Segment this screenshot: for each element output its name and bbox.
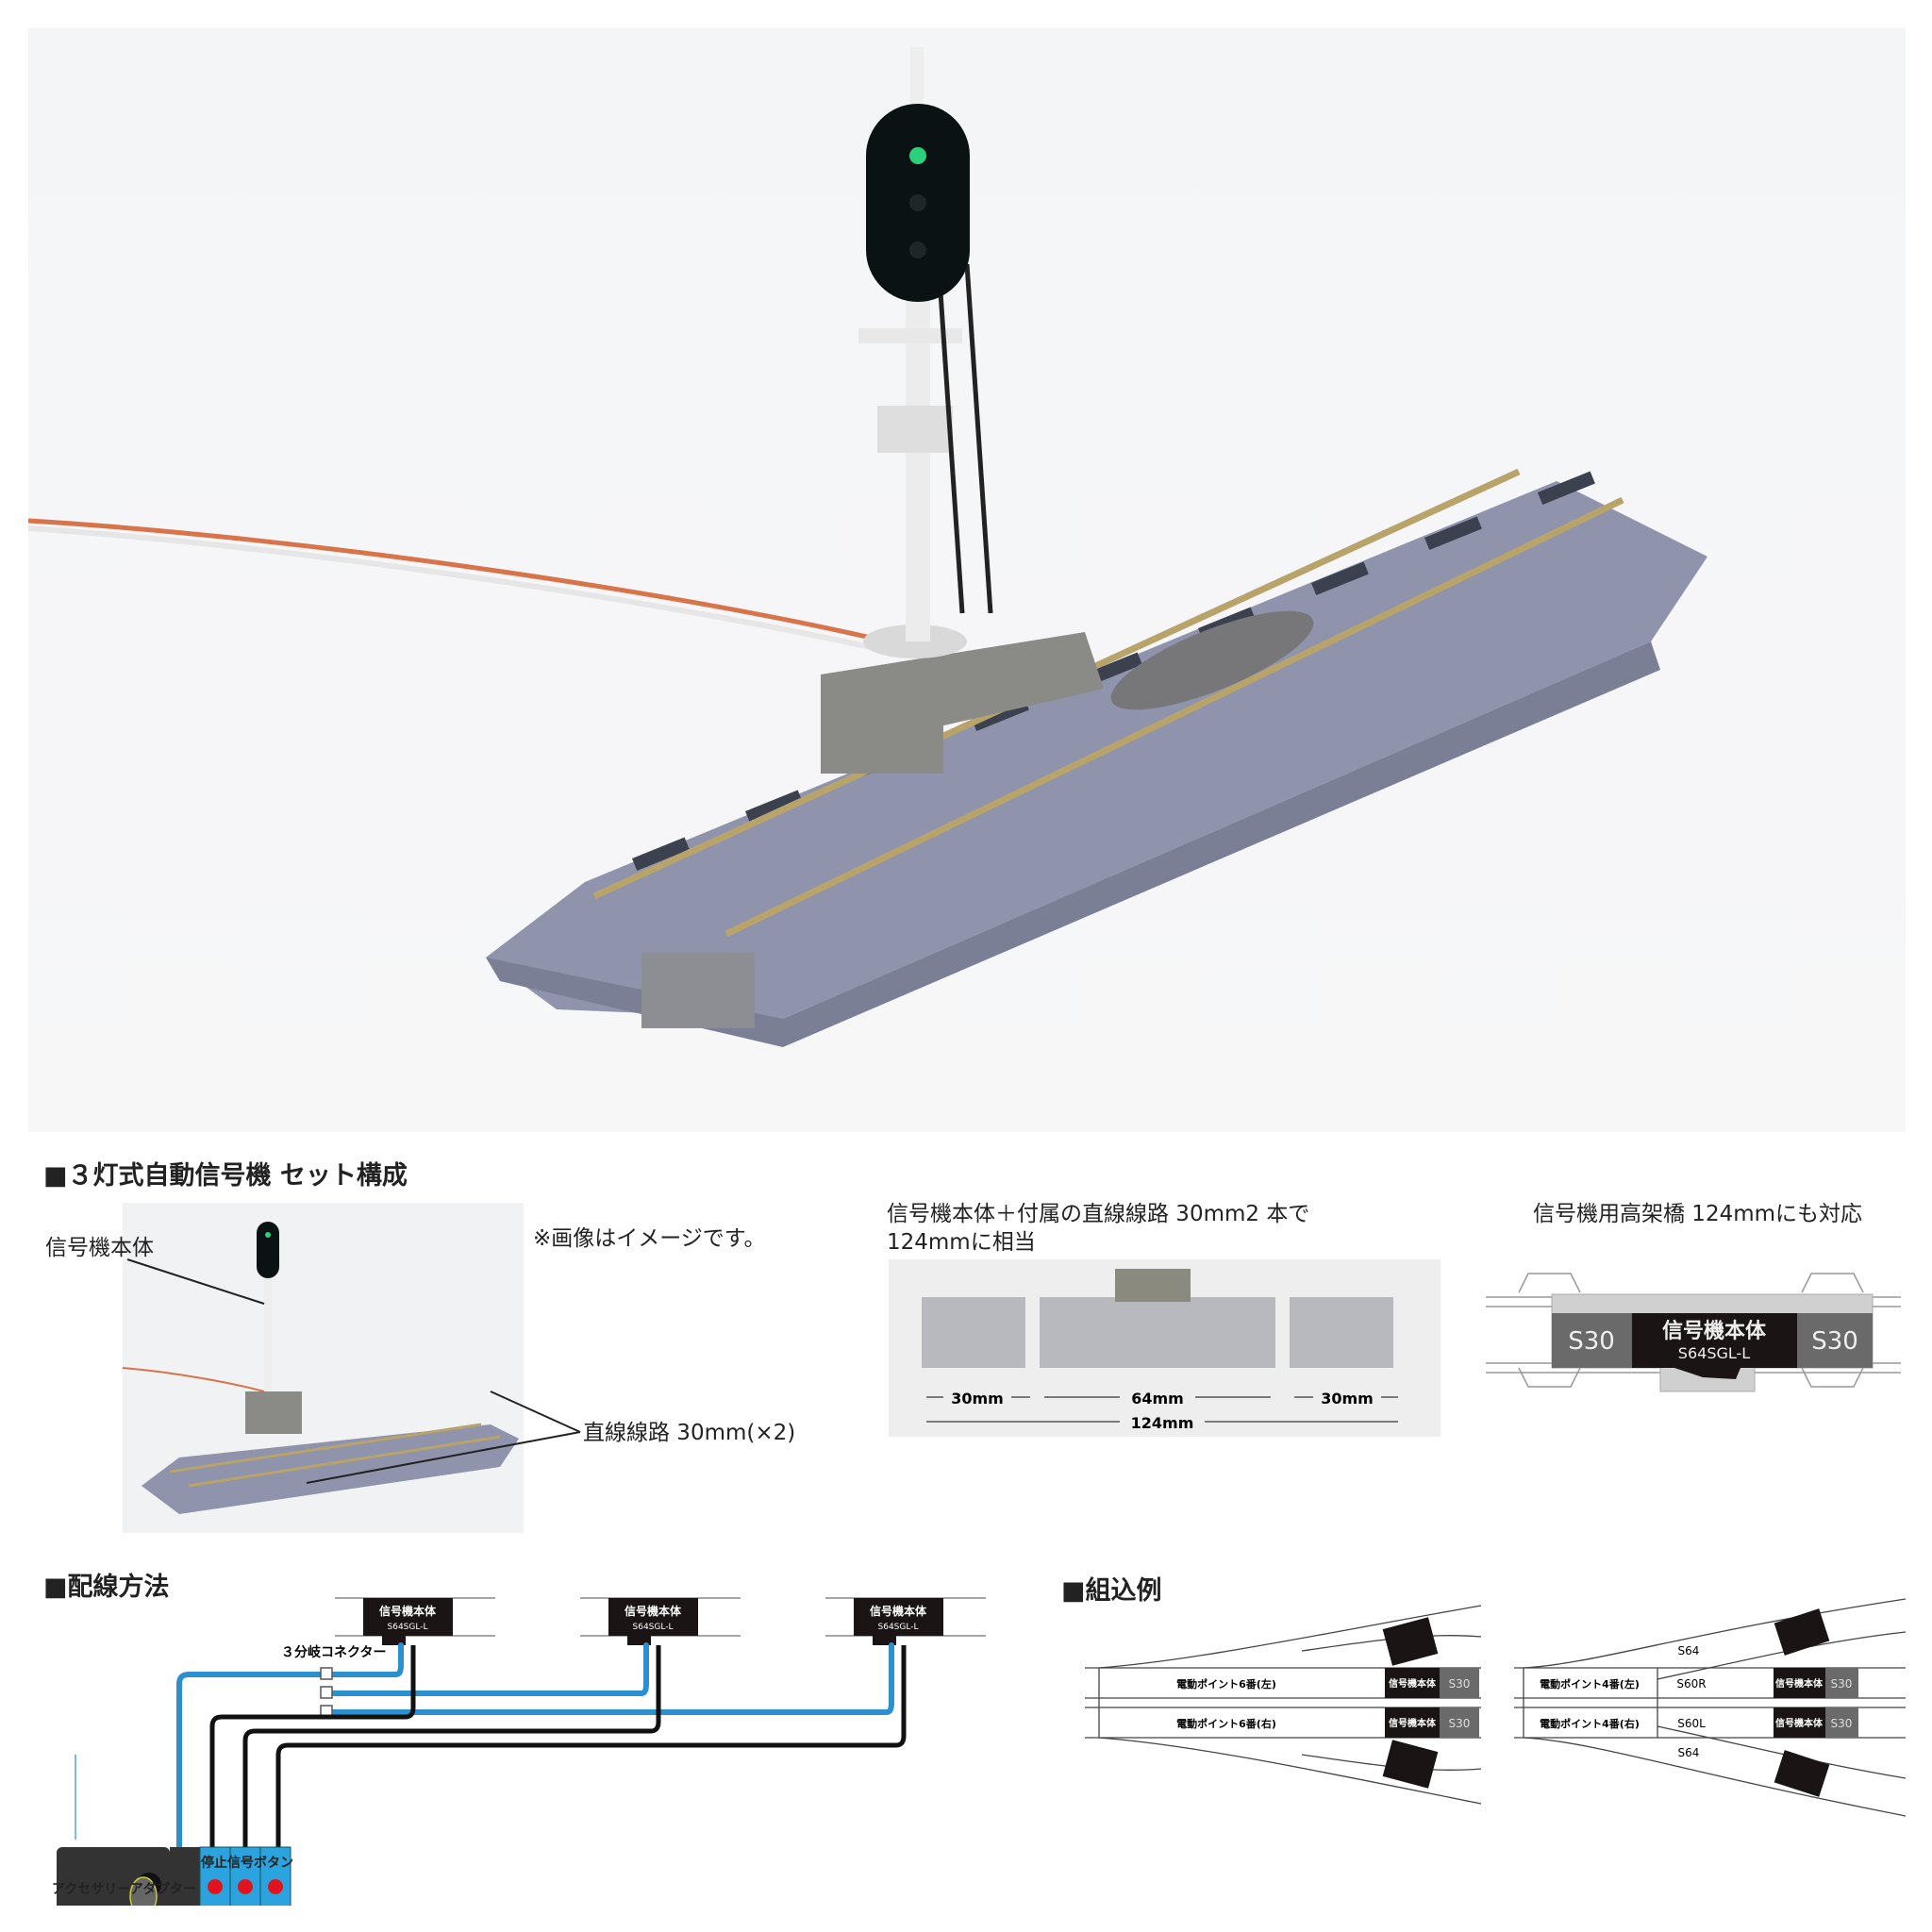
sensor-plate bbox=[1110, 610, 1314, 710]
s64-label-top: S64 bbox=[1678, 1644, 1700, 1657]
track-ballast bbox=[486, 481, 1707, 1019]
product-photo bbox=[28, 28, 1906, 1132]
layout-heading: ■組込例 bbox=[1061, 1576, 1162, 1606]
label-track: 直線線路 30mm(×2) bbox=[583, 1421, 796, 1445]
bridge-caption: 信号機用高架橋 124mmにも対応 bbox=[1533, 1202, 1863, 1226]
s30-label: S30 bbox=[1831, 1717, 1853, 1730]
svg-text:信号機本体: 信号機本体 bbox=[870, 1604, 927, 1618]
bridge-s30-left: S30 bbox=[1568, 1327, 1615, 1356]
adapter-label: アクセサリーアダプター bbox=[52, 1882, 196, 1897]
signal-label: 信号機本体 bbox=[1389, 1677, 1437, 1690]
point-4-left: 電動ポイント4番(左) bbox=[1540, 1677, 1640, 1690]
svg-text:信号機本体: 信号機本体 bbox=[379, 1604, 437, 1618]
combo-diagram: 30mm 64mm 30mm 124mm bbox=[889, 1259, 1441, 1437]
track-joiner bbox=[641, 953, 755, 1028]
svg-text:S64SGL-L: S64SGL-L bbox=[878, 1623, 919, 1632]
layout-diagram: 電動ポイント6番(左) 電動ポイント6番(右) 信号機本体 信号機本体 S30 … bbox=[1085, 1598, 1906, 1817]
green-lamp bbox=[909, 147, 926, 164]
combo-caption-line1: 信号機本体＋付属の直線線路 30mm2 本で bbox=[887, 1202, 1310, 1226]
label-signal-body: 信号機本体 bbox=[45, 1236, 154, 1260]
set-heading: ■３灯式自動信号機 セット構成 bbox=[43, 1161, 408, 1191]
stop-button-2[interactable] bbox=[238, 1879, 253, 1894]
signal-label: 信号機本体 bbox=[1775, 1677, 1824, 1690]
combo-caption-line2: 124mmに相当 bbox=[887, 1230, 1036, 1255]
leader-line bbox=[126, 1258, 265, 1305]
bridge-diagram: S30 信号機本体 S64SGL-L S30 bbox=[1486, 1273, 1901, 1392]
wire-white bbox=[28, 525, 888, 654]
svg-text:S64SGL-L: S64SGL-L bbox=[633, 1623, 674, 1632]
wiring-heading: ■配線方法 bbox=[43, 1573, 170, 1602]
signal-unit-2: 信号機本体 S64SGL-L bbox=[608, 1598, 698, 1645]
dim-30mm-left: 30mm bbox=[951, 1390, 1004, 1407]
combo-caption: 信号機本体＋付属の直線線路 30mm2 本で 124mmに相当 bbox=[887, 1200, 1309, 1257]
stop-button-3[interactable] bbox=[268, 1879, 283, 1894]
svg-text:S64SGL-L: S64SGL-L bbox=[388, 1623, 428, 1632]
signal-unit-1: 信号機本体 S64SGL-L bbox=[363, 1598, 453, 1645]
image-note: ※画像はイメージです。 bbox=[533, 1226, 766, 1251]
s30-label: S30 bbox=[1831, 1677, 1853, 1690]
controller bbox=[57, 1847, 170, 1906]
wire-orange bbox=[28, 518, 888, 644]
point-6-left: 電動ポイント6番(左) bbox=[1176, 1677, 1276, 1690]
connector-label: ３分岐コネクター bbox=[281, 1644, 386, 1660]
signal-unit-3: 信号機本体 S64SGL-L bbox=[854, 1598, 943, 1645]
signal-label: 信号機本体 bbox=[1775, 1717, 1824, 1729]
bridge-signal-model: S64SGL-L bbox=[1678, 1344, 1750, 1362]
stop-button-1[interactable] bbox=[208, 1879, 223, 1894]
s30-label: S30 bbox=[1449, 1717, 1471, 1730]
blue-wires bbox=[176, 1642, 894, 1852]
s60l-label: S60L bbox=[1677, 1717, 1706, 1730]
s64-label-bottom: S64 bbox=[1678, 1746, 1700, 1759]
bridge-s30-right: S30 bbox=[1811, 1327, 1858, 1356]
wiring-diagram: 信号機本体 S64SGL-L 信号機本体 S64SGL-L 信号機本体 S64SGL-… bbox=[57, 1597, 986, 1906]
point-6-right: 電動ポイント6番(右) bbox=[1176, 1717, 1276, 1730]
svg-text:信号機本体: 信号機本体 bbox=[625, 1604, 682, 1618]
s60r-label: S60R bbox=[1676, 1677, 1706, 1690]
point-4-right: 電動ポイント4番(右) bbox=[1540, 1717, 1640, 1730]
dim-total: 124mm bbox=[1131, 1414, 1194, 1432]
dim-64mm: 64mm bbox=[1131, 1390, 1184, 1407]
black-wires bbox=[209, 1645, 907, 1852]
leader-line-track bbox=[306, 1391, 581, 1484]
s30-label: S30 bbox=[1449, 1677, 1471, 1690]
stop-buttons bbox=[199, 1846, 291, 1906]
set-photo bbox=[123, 1203, 524, 1533]
stop-button-label: 停止信号ボタン bbox=[201, 1856, 293, 1871]
accessory-adapter bbox=[170, 1847, 200, 1906]
signal-label: 信号機本体 bbox=[1389, 1717, 1437, 1729]
ladder bbox=[936, 263, 993, 614]
rail-right bbox=[724, 496, 1624, 938]
bridge-signal-body: 信号機本体 bbox=[1662, 1319, 1767, 1343]
dim-30mm-right: 30mm bbox=[1321, 1390, 1374, 1407]
